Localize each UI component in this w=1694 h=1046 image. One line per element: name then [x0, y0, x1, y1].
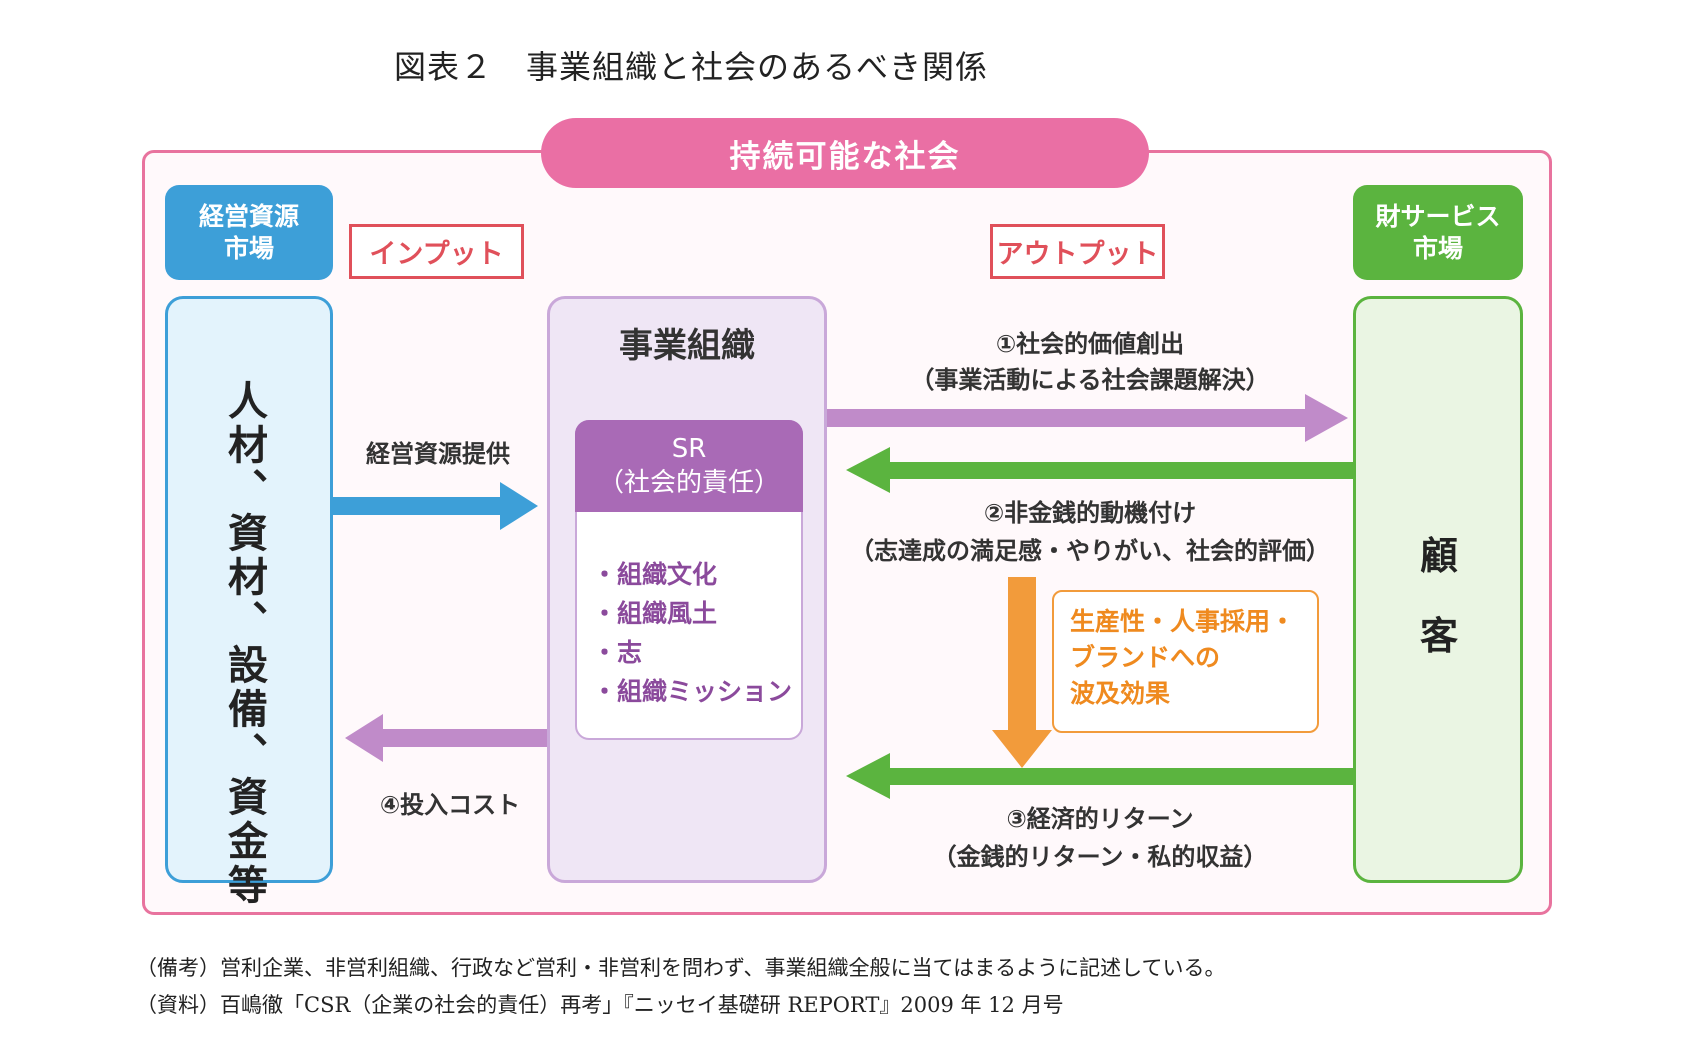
spillover-effect-box: 生産性・人事採用・ ブランドへの 波及効果 [1052, 590, 1319, 733]
spillover-line3: 波及効果 [1070, 679, 1171, 708]
goods-services-market-tag: 財サービス 市場 [1353, 185, 1523, 280]
input-cost-label: ④投入コスト [379, 791, 521, 819]
business-organization-title: 事業組織 [619, 326, 755, 366]
sr-header: SR （社会的責任） [575, 420, 803, 512]
goods-market-line1: 財サービス [1375, 201, 1501, 231]
sr-header-line2: （社会的責任） [597, 468, 780, 498]
resource-market-line2: 市場 [223, 233, 274, 263]
sustainable-society-banner: 持続可能な社会 [541, 118, 1149, 188]
social-value-arrow [827, 394, 1348, 442]
figure-title: 図表２ 事業組織と社会のあるべき関係 [394, 48, 989, 86]
spillover-line1: 生産性・人事採用・ [1070, 607, 1296, 636]
economic-return-arrow [846, 753, 1353, 799]
resources-box [165, 296, 333, 883]
non-monetary-line1: ②非金銭的動機付け [983, 499, 1197, 527]
sr-item: ・組織風土 [592, 599, 718, 628]
resource-market-tag: 経営資源 市場 [165, 185, 333, 280]
economic-return-line2: （金銭的リターン・私的収益） [932, 843, 1268, 871]
resource-provision-label: 経営資源提供 [366, 440, 510, 468]
resource-provision-arrow [333, 482, 538, 530]
non-monetary-line2: （志達成の満足感・やりがい、社会的評価） [850, 537, 1330, 565]
social-value-line2: （事業活動による社会課題解決） [910, 366, 1270, 394]
remarks-note: （備考）営利企業、非営利組織、行政など営利・非営利を問わず、事業組織全般に当ては… [136, 956, 1226, 980]
customer-char-1: 顧 [1419, 534, 1458, 578]
goods-market-line2: 市場 [1412, 233, 1463, 263]
source-note: （資料）百嶋徹「CSR（企業の社会的責任）再考」『ニッセイ基礎研 REPORT』… [136, 993, 1064, 1017]
non-monetary-motivation-label: ②非金銭的動機付け （志達成の満足感・やりがい、社会的評価） [845, 494, 1335, 570]
input-label: インプット [349, 224, 524, 279]
social-value-label: ①社会的価値創出 （事業活動による社会課題解決） [870, 326, 1310, 398]
economic-return-line1: ③経済的リターン [1006, 805, 1194, 833]
input-cost-arrow [345, 714, 547, 762]
social-value-line1: ①社会的価値創出 [995, 330, 1185, 358]
spillover-line2: ブランドへの [1070, 643, 1221, 672]
customer-char-2: 客 [1419, 614, 1458, 658]
sr-items-list: ・組織文化 ・組織風土 ・志 ・組織ミッション [592, 555, 802, 711]
output-label: アウトプット [990, 224, 1165, 279]
sr-item: ・組織文化 [592, 560, 718, 589]
economic-return-label: ③経済的リターン （金銭的リターン・私的収益） [880, 800, 1320, 876]
non-monetary-motivation-arrow [846, 447, 1353, 493]
customer-box [1353, 296, 1523, 883]
sr-item: ・志 [592, 638, 643, 667]
sr-item: ・組織ミッション [592, 677, 793, 706]
sr-header-line1: SR [671, 434, 707, 464]
resources-text: 人材、資材、設備、資金等 [221, 380, 267, 908]
spillover-down-arrow [992, 577, 1052, 768]
resource-market-line1: 経営資源 [198, 201, 299, 231]
